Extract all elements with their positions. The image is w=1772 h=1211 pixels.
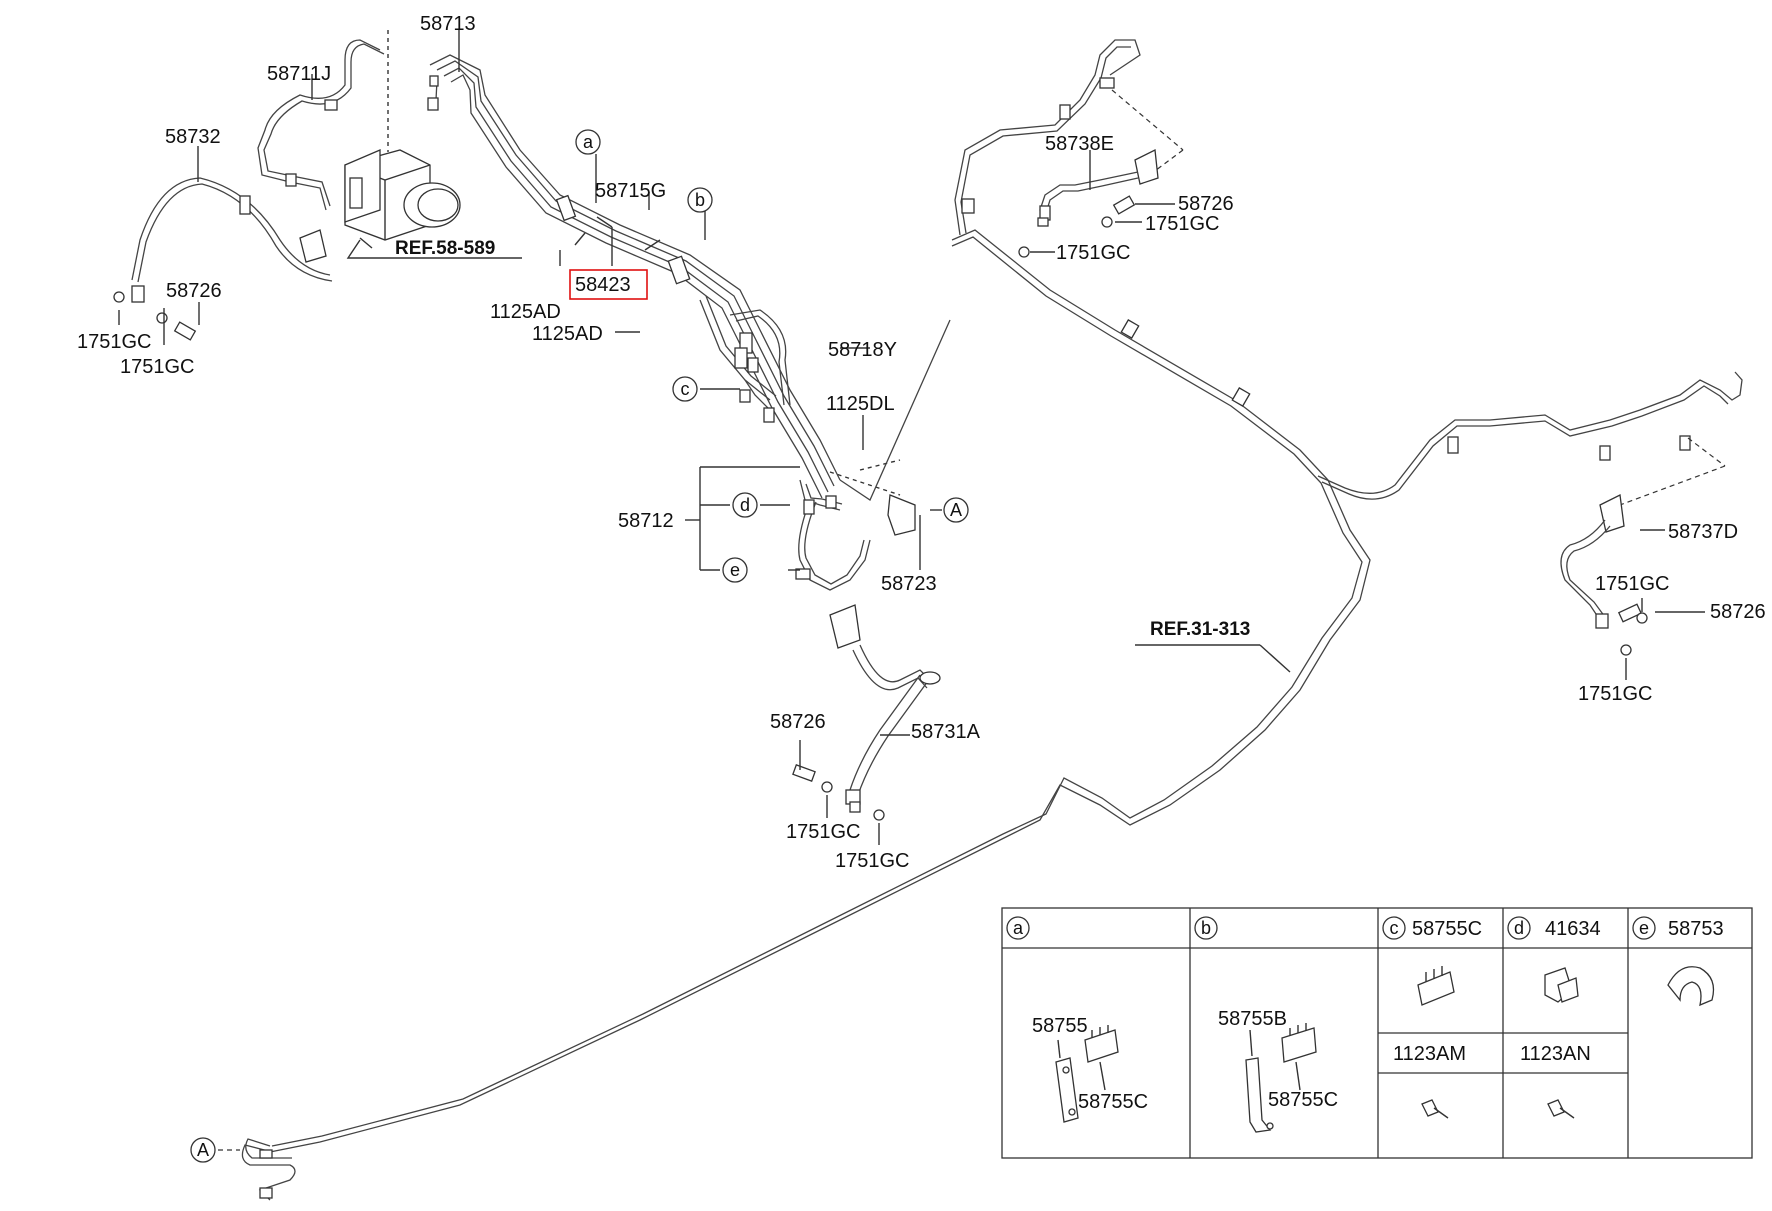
hose-58732 [113,177,333,341]
label-1751gc-left-a: 1751GC [77,331,152,353]
callout-a: a [583,132,594,152]
hose-58731a [792,604,941,821]
legend-part-58755b: 58755B [1218,1008,1287,1030]
label-58732: 58732 [165,126,221,148]
legend-part-1123an: 1123AN [1520,1043,1591,1065]
label-58726-mid: 58726 [770,711,826,733]
line-bundle-58713 [427,54,841,499]
legend-part-41634: 41634 [1545,918,1601,940]
callout-c: c [681,379,690,399]
label-58718y: 58718Y [828,339,897,361]
line-58711j [257,39,385,211]
label-58423: 58423 [575,274,631,296]
label-1751gc-mid-b: 1751GC [835,850,910,872]
label-1125dl: 1125DL [826,393,895,415]
legend-letter-d: d [1514,918,1524,938]
abs-module [344,30,522,259]
label-58726-top: 58726 [1178,193,1234,215]
highlight-box-58423 [569,269,648,300]
main-brake-line [269,229,1743,1153]
label-58711j: 58711J [267,63,331,85]
legend-table: a 58755 58755C b 58755B 58755C c 58755C … [1001,907,1753,1159]
label-58723: 58723 [881,573,937,595]
label-58738e: 58738E [1045,133,1114,155]
center-branch-lines [699,295,916,591]
legend-letter-a: a [1013,918,1024,938]
line-58738e [954,39,1184,258]
leader-lines [118,30,1705,845]
label-58715g: 58715G [595,180,666,202]
callout-e: e [730,560,740,580]
label-1751gc-mid-a: 1751GC [786,821,861,843]
label-1125ad-a: 1125AD [490,301,561,323]
callout-A-mid: A [950,500,962,520]
label-58726-left: 58726 [166,280,222,302]
callout-A-bottom: A [197,1140,209,1160]
callout-b: b [695,190,705,210]
legend-part-58755c-c: 58755C [1412,918,1482,940]
label-58731a: 58731A [911,721,981,743]
legend-part-58755c-b: 58755C [1268,1089,1338,1111]
label-1751gc-top-b: 1751GC [1056,242,1131,264]
label-58713: 58713 [420,13,476,35]
legend-letter-e: e [1639,918,1649,938]
label-1125ad-b: 1125AD [532,323,603,345]
label-ref-31-313: REF.31-313 [1150,619,1250,640]
label-58712: 58712 [618,510,674,532]
label-1751gc-right-a: 1751GC [1595,573,1670,595]
callout-d: d [740,495,750,515]
legend-part-58755c-a: 58755C [1078,1091,1148,1113]
label-1751gc-right-b: 1751GC [1578,683,1653,705]
legend-letter-c: c [1390,918,1399,938]
hose-58737d [1560,437,1726,656]
label-ref-58-589: REF.58-589 [395,238,495,259]
label-58726-right: 58726 [1710,601,1766,623]
legend-part-58753: 58753 [1668,918,1724,940]
label-1751gc-left-b: 1751GC [120,356,195,378]
legend-part-1123am: 1123AM [1393,1043,1466,1065]
label-58737d: 58737D [1668,521,1738,543]
legend-part-58755: 58755 [1032,1015,1088,1037]
legend-letter-b: b [1201,918,1211,938]
rear-line-end [218,1138,296,1201]
label-1751gc-top-a: 1751GC [1145,213,1220,235]
part-labels: 58713 58711J 58732 58726 1751GC 1751GC R… [77,13,1766,872]
callouts: a b c d e A A [190,129,969,1163]
